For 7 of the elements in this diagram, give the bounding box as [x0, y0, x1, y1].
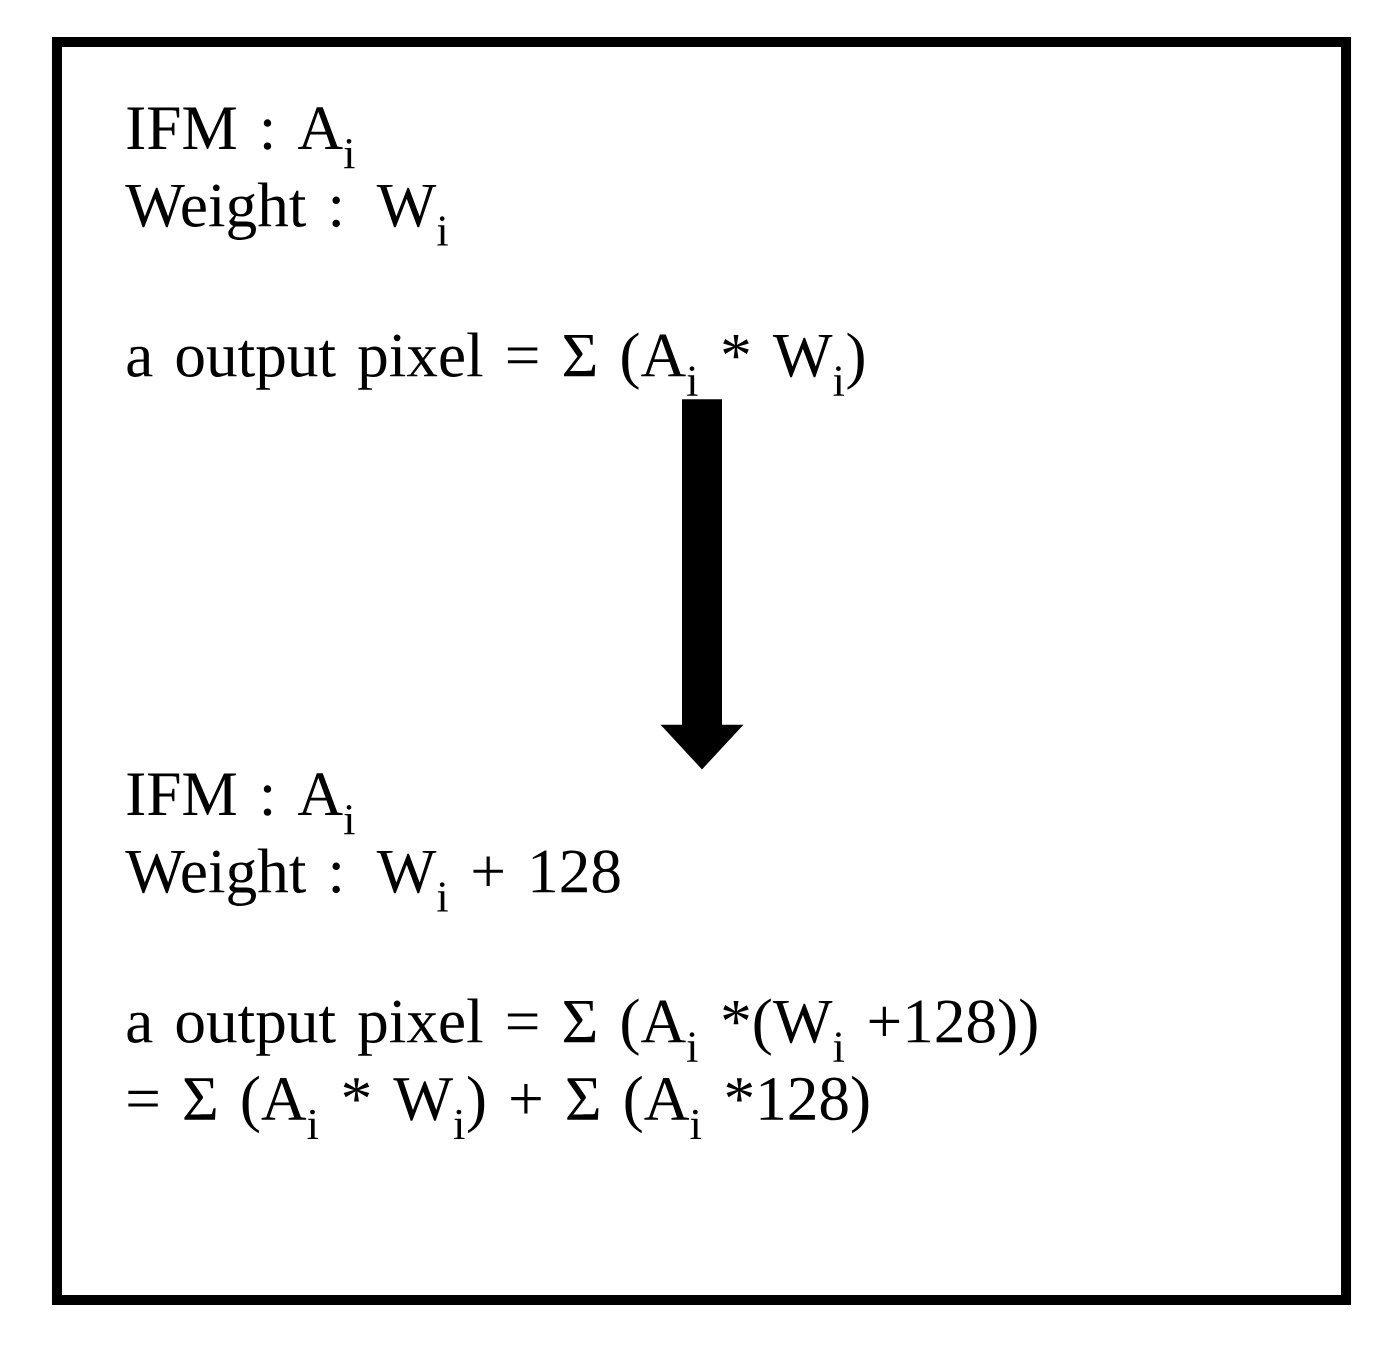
frame-box — [52, 36, 1352, 1306]
formula-text: IFM : A$_{i}$ — [127, 773, 355, 835]
formula-text: IFM : A$_{i}$ — [127, 107, 355, 169]
formula-text: Weight : W$_{i}$ + 128 — [125, 848, 620, 912]
formula-text: a output pixel = Σ (A$_{i}$ * W$_{i}$) — [127, 332, 864, 396]
formula-text: Weight : W$_{i}$ — [125, 182, 448, 246]
formula-text: a output pixel = Σ (A$_{i}$ *(W$_{i}$ +128)) = Σ (A$_{i}$ * W$_{i}$) + Σ (A$_{i}$ *128) — [127, 998, 1037, 1139]
